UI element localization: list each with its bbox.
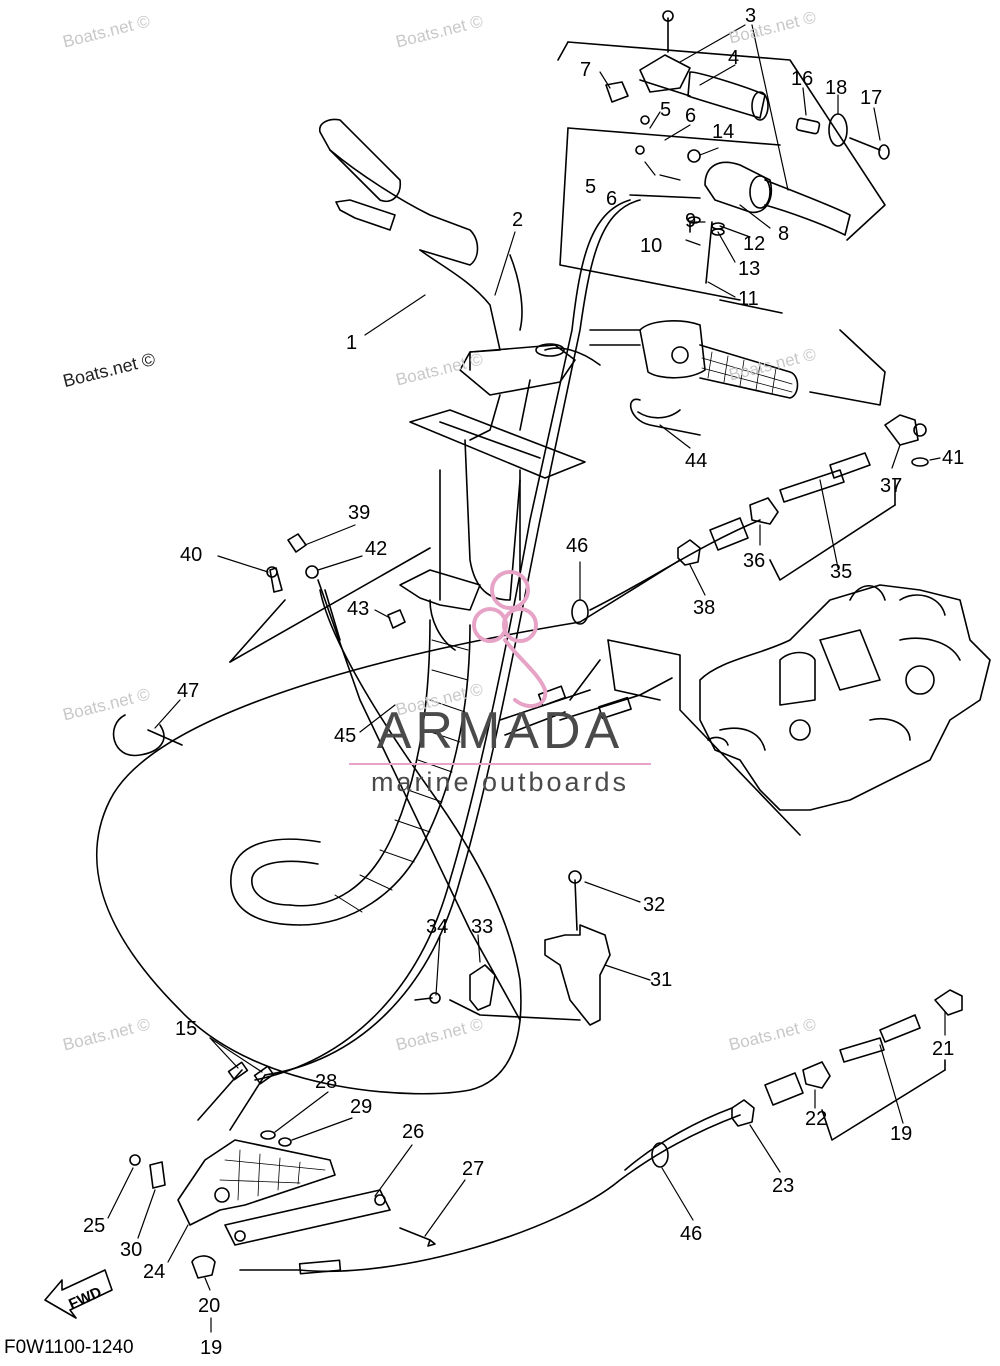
carb-linkage: [499, 659, 673, 736]
callout-1: 1: [346, 332, 357, 354]
callout-21: 21: [932, 1038, 954, 1060]
callout-28: 28: [315, 1071, 337, 1093]
callout-13: 13: [738, 258, 760, 280]
diagram-code: F0W1100-1240: [4, 1337, 134, 1358]
tiller-grip-right: [589, 320, 799, 399]
callout-24: 24: [143, 1261, 165, 1283]
callout-32: 32: [643, 894, 665, 916]
fwd-label: FWD: [66, 1284, 104, 1313]
callout-15: 15: [175, 1018, 197, 1040]
callout-4: 4: [728, 47, 739, 69]
callout-6b: 6: [606, 188, 617, 210]
callout-43: 43: [347, 598, 369, 620]
callout-23: 23: [772, 1175, 794, 1197]
callout-30: 30: [120, 1239, 142, 1261]
armada-brand: ARMADA marine outboards: [345, 705, 655, 798]
brand-tagline: marine outboards: [370, 767, 630, 797]
steering-column: [399, 409, 586, 651]
callout-37: 37: [880, 475, 902, 497]
callout-46b: 46: [680, 1223, 702, 1245]
callout-40: 40: [180, 544, 202, 566]
callout-8: 8: [778, 223, 789, 245]
callout-36: 36: [743, 550, 765, 572]
callout-35: 35: [830, 561, 852, 583]
item-16-18-17-parts: [795, 113, 890, 160]
callout-27: 27: [462, 1158, 484, 1180]
cable-bundle: [230, 619, 471, 926]
control-lever: [129, 1061, 436, 1279]
callout-20: 20: [198, 1295, 220, 1317]
callout-31: 31: [650, 969, 672, 991]
callout-44: 44: [685, 450, 707, 472]
callout-19a: 19: [890, 1123, 912, 1145]
callout-5a: 5: [660, 99, 671, 121]
callout-29: 29: [350, 1096, 372, 1118]
brand-name: ARMADA: [376, 702, 624, 760]
callout-46a: 46: [566, 535, 588, 557]
callout-7: 7: [580, 59, 591, 81]
callout-18: 18: [825, 77, 847, 99]
callout-26: 26: [402, 1121, 424, 1143]
control-cables: [96, 194, 761, 1095]
callout-12: 12: [743, 233, 765, 255]
callout-39: 39: [348, 502, 370, 524]
callout-3: 3: [745, 5, 756, 27]
callout-numbers: 1 2 3 4 5 5 6 6 7 8 9 10 11 12 13 14 15 …: [83, 5, 964, 1359]
callout-10: 10: [640, 235, 662, 257]
cable-bracket: [414, 870, 611, 1026]
callout-47: 47: [177, 680, 199, 702]
forward-direction-arrow: [44, 1269, 113, 1319]
callout-25: 25: [83, 1215, 105, 1237]
callout-42: 42: [365, 538, 387, 560]
cable-tie-47: [112, 714, 183, 757]
callout-5b: 5: [585, 176, 596, 198]
callout-41: 41: [942, 447, 964, 469]
callout-38: 38: [693, 597, 715, 619]
carburetor: [607, 584, 991, 836]
cable-tie-44: [629, 398, 701, 436]
grip-housing: [635, 115, 851, 284]
leader-lines: [107, 24, 946, 1333]
callout-22: 22: [805, 1108, 827, 1130]
callout-19b: 19: [200, 1337, 222, 1359]
callout-16: 16: [791, 68, 813, 90]
callout-33: 33: [471, 916, 493, 938]
lower-cable-end-parts: [239, 989, 963, 1275]
callout-34: 34: [426, 916, 448, 938]
callout-11: 11: [738, 288, 759, 310]
callout-14: 14: [712, 121, 734, 143]
grip-exploded-frame: [557, 41, 886, 406]
callout-2: 2: [512, 209, 523, 231]
callout-9: 9: [685, 210, 696, 232]
throttle-grip-assembly: [605, 10, 769, 121]
callout-6a: 6: [685, 105, 696, 127]
armada-logo-emblem: [472, 570, 548, 709]
brand-divider: [349, 763, 651, 765]
upper-cable-end-parts: [571, 414, 929, 625]
callout-45: 45: [334, 725, 356, 747]
callout-17: 17: [860, 87, 882, 109]
